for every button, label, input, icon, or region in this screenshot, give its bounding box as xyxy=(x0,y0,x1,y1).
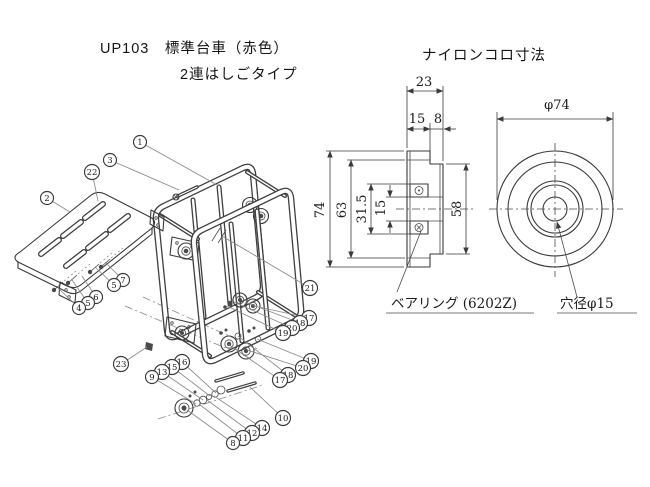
callout-number: 17 xyxy=(304,314,315,324)
callout-number: 18 xyxy=(283,371,294,381)
callout-leader xyxy=(161,371,204,401)
callout-bubble-4 xyxy=(71,300,87,316)
exploded-view xyxy=(14,163,305,420)
callout-bubble-8 xyxy=(225,435,241,451)
callout-leader xyxy=(233,301,293,329)
exploded-axle-assembly xyxy=(174,371,257,418)
front-extension-lines xyxy=(496,112,614,200)
callout-bubble-21 xyxy=(301,279,319,297)
callout-number: 1 xyxy=(137,138,142,148)
callout-leader xyxy=(186,409,234,444)
callout-bubble-10 xyxy=(274,409,292,427)
callout-number: 19 xyxy=(278,329,289,339)
plate-bracket-right xyxy=(149,209,165,232)
callout-number: 23 xyxy=(116,360,127,370)
bearing-label: ベアリング (6202Z) xyxy=(391,296,517,312)
callout-number: 6 xyxy=(93,293,98,303)
dim-label: 74 xyxy=(313,202,328,219)
callout-bubble-9 xyxy=(144,369,160,385)
callout-bubble-1 xyxy=(132,134,148,150)
callout-number: 22 xyxy=(87,168,98,178)
page-subtitle: 2連はしごタイプ xyxy=(180,66,298,83)
roller-section-view xyxy=(326,86,534,314)
callout-number: 10 xyxy=(278,414,289,424)
callout-leader xyxy=(151,376,197,405)
callout-number: 17 xyxy=(275,376,286,386)
callout-bubble-23 xyxy=(112,355,130,373)
callout-leader xyxy=(139,141,220,187)
front-centerlines xyxy=(489,143,623,277)
hole-leader-line xyxy=(556,221,578,298)
cap-item-23 xyxy=(145,342,153,351)
callout-number: 16 xyxy=(177,358,188,368)
callout-leader xyxy=(237,335,289,376)
callout-number: 19 xyxy=(306,357,317,367)
callout-leader xyxy=(213,395,263,429)
callout-number: 13 xyxy=(157,368,168,378)
callout-number: 12 xyxy=(247,429,258,439)
callout-number: 5 xyxy=(85,299,90,309)
callout-leader xyxy=(256,338,312,362)
hole-diameter-label: 穴径φ15 xyxy=(560,296,614,312)
dim-label: 15 xyxy=(374,200,389,217)
callout-leader xyxy=(227,343,281,381)
dim-label: 63 xyxy=(335,202,350,219)
callout-number: 21 xyxy=(305,284,316,294)
callout-number: 14 xyxy=(257,424,268,434)
dimension-labels: 23 15 8 74 63 31.5 15 58 φ74 xyxy=(313,75,570,223)
callout-number: 15 xyxy=(167,363,178,373)
callout-number: 8 xyxy=(230,439,235,449)
callout-number: 7 xyxy=(120,276,125,286)
callout-leader xyxy=(226,305,284,334)
bearing-leader-line xyxy=(396,230,422,293)
callout-number: 20 xyxy=(287,324,298,334)
bolt-item-3 xyxy=(172,185,199,201)
dim-label: 58 xyxy=(450,201,465,218)
callout-leader xyxy=(109,159,180,191)
dim-label: φ74 xyxy=(544,98,570,113)
callout-bubble-19 xyxy=(274,324,292,342)
callout-number: 5 xyxy=(111,281,116,291)
dim-label: 15 xyxy=(409,112,426,127)
plate-screws xyxy=(51,258,111,293)
plate-slots xyxy=(38,201,131,269)
callout-bubble-17 xyxy=(271,371,289,389)
bearing-top xyxy=(409,183,429,198)
roller-bracket-lower xyxy=(164,316,197,344)
callout-number: 3 xyxy=(107,156,112,166)
dim-label: 8 xyxy=(434,112,442,127)
section-extension-lines xyxy=(326,86,470,268)
callout-number: 11 xyxy=(238,434,249,444)
callout-leader xyxy=(246,349,304,369)
roller-front-view xyxy=(489,112,637,314)
callout-leader xyxy=(244,301,301,324)
callout-number: 4 xyxy=(76,304,81,314)
callout-leader xyxy=(206,399,253,434)
load-plate xyxy=(14,191,165,304)
callout-leader xyxy=(198,403,244,439)
bearing-bottom xyxy=(409,220,429,235)
exploded-rollers-upper xyxy=(223,292,261,314)
ladder-frame-back xyxy=(152,163,267,341)
callout-number: 9 xyxy=(149,373,154,383)
callout-bubble-2 xyxy=(39,190,55,206)
callout-bubble-20 xyxy=(294,359,312,377)
callout-leader xyxy=(221,235,311,289)
page-title: UP103 標準台車（赤色） xyxy=(100,40,289,57)
roller-dimension-title: ナイロンコロ寸法 xyxy=(422,47,546,64)
dim-label: 23 xyxy=(416,75,433,90)
callout-bubble-22 xyxy=(83,163,101,181)
pipe-hatch-marks xyxy=(211,227,227,244)
callout-number: 2 xyxy=(44,194,49,204)
section-dimension-lines xyxy=(327,88,469,268)
callout-number: 18 xyxy=(295,319,306,329)
dim-label: 31.5 xyxy=(355,195,370,224)
callout-bubble-3 xyxy=(102,152,118,168)
callout-number: 20 xyxy=(298,364,309,374)
callout-bubble-5 xyxy=(106,277,122,293)
